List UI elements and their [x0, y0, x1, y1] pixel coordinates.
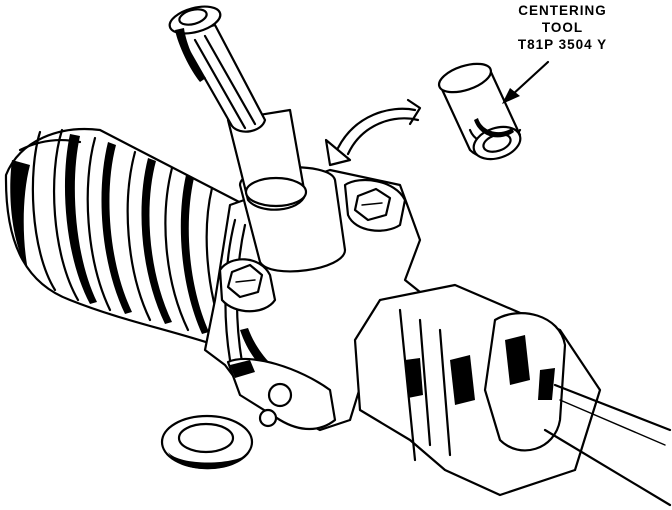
label-line-2: TOOL — [541, 20, 584, 35]
label-line-3: T81P 3504 Y — [517, 37, 608, 52]
rack-tube — [353, 283, 672, 507]
label-line-1: CENTERING — [518, 3, 607, 18]
rubber-boot — [4, 128, 247, 347]
leader-arrow — [502, 60, 550, 104]
centering-tool-label: CENTERING TOOL T81P 3504 Y — [470, 2, 655, 53]
seal-ring — [160, 414, 254, 470]
rotation-arrow — [324, 98, 422, 167]
centering-tool — [437, 62, 522, 161]
input-shaft — [168, 5, 347, 273]
